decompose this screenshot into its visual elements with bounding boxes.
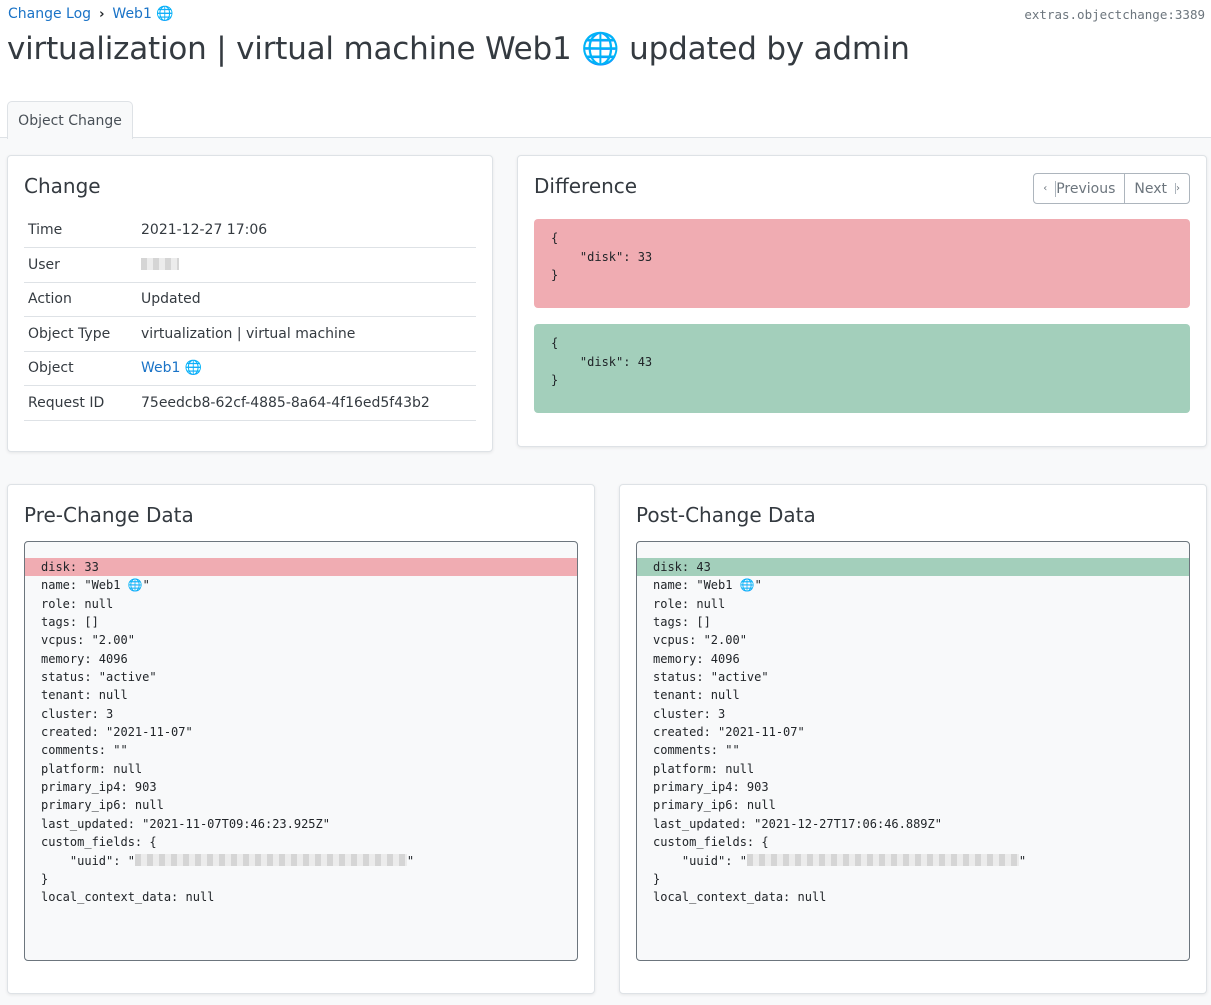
code-line: custom_fields: { [653, 835, 769, 850]
code-line: } [653, 871, 661, 886]
table-row: Action Updated [24, 282, 476, 317]
table-row: Object Web1 🌐 [24, 351, 476, 386]
difference-card-title: Difference [534, 174, 638, 198]
code-line: platform: null [653, 761, 755, 776]
code-line: primary_ip4: 903 [653, 780, 769, 795]
uuid-prefix: "uuid": " [41, 853, 135, 868]
next-label: Next [1134, 180, 1167, 197]
code-line: memory: 4096 [41, 651, 128, 666]
attr-value: 75eedcb8-62cf-4885-8a64-4f16ed5f43b2 [137, 385, 476, 421]
breadcrumb-object-link[interactable]: Web1 🌐 [112, 6, 174, 22]
previous-label: Previous [1055, 180, 1116, 197]
code-line: vcpus: "2.00" [41, 633, 135, 648]
post-change-title: Post-Change Data [636, 503, 816, 527]
code-line: comments: "" [41, 743, 128, 758]
code-line: created: "2021-11-07" [41, 725, 193, 740]
code-line: primary_ip4: 903 [41, 780, 157, 795]
code-line: } [41, 871, 49, 886]
code-line: vcpus: "2.00" [653, 633, 747, 648]
table-row: Time 2021-12-27 17:06 [24, 213, 476, 248]
code-line: last_updated: "2021-11-07T09:46:23.925Z" [41, 816, 330, 831]
code-line-changed: disk: 43 [637, 558, 1189, 577]
code-line: tenant: null [653, 688, 740, 703]
code-line: name: "Web1 🌐" [653, 578, 762, 593]
breadcrumb: Change Log › Web1 🌐 [8, 6, 174, 22]
table-row: Object Type virtualization | virtual mac… [24, 316, 476, 352]
attr-key: Request ID [24, 385, 137, 421]
redacted-user [141, 257, 179, 270]
attr-key: User [24, 247, 137, 283]
diff-removed: { "disk": 33 } [534, 219, 1190, 308]
code-line: status: "active" [41, 670, 157, 685]
code-line: platform: null [41, 761, 143, 776]
post-change-card: Post-Change Data disk: 43 name: "Web1 🌐"… [619, 484, 1207, 994]
code-line: local_context_data: null [653, 890, 827, 905]
code-line: status: "active" [653, 670, 769, 685]
chevron-left-icon: ‹ [1043, 183, 1048, 194]
previous-button[interactable]: ‹ Previous [1034, 174, 1124, 203]
object-value: Web1 🌐 [137, 351, 476, 386]
uuid-prefix: "uuid": " [653, 853, 747, 868]
change-card-title: Change [24, 174, 101, 198]
code-line: custom_fields: { [41, 835, 157, 850]
redacted-uuid [746, 853, 1019, 866]
object-link[interactable]: Web1 🌐 [141, 360, 203, 377]
difference-card: Difference ‹ Previous Next › { "disk": 3… [517, 155, 1207, 447]
code-line: name: "Web1 🌐" [41, 578, 150, 593]
chevron-right-icon: › [1175, 183, 1180, 194]
user-value [137, 247, 476, 283]
attr-key: Time [24, 213, 137, 248]
code-line-uuid: "uuid": "" [41, 853, 415, 868]
code-line: local_context_data: null [41, 890, 215, 905]
code-line: role: null [41, 596, 114, 611]
attr-key: Object [24, 351, 137, 386]
change-card: Change Time 2021-12-27 17:06 User Action… [7, 155, 493, 452]
attr-value: 2021-12-27 17:06 [137, 213, 476, 248]
attr-value: Updated [137, 282, 476, 317]
code-line: last_updated: "2021-12-27T17:06:46.889Z" [653, 816, 942, 831]
code-line: tags: [] [653, 615, 711, 630]
code-line-uuid: "uuid": "" [653, 853, 1027, 868]
object-identifier: extras.objectchange:3389 [1024, 7, 1205, 22]
pre-change-card: Pre-Change Data disk: 33 name: "Web1 🌐" … [7, 484, 595, 994]
tab-object-change[interactable]: Object Change [7, 101, 133, 139]
code-line: created: "2021-11-07" [653, 725, 805, 740]
code-line: role: null [653, 596, 726, 611]
attr-value: virtualization | virtual machine [137, 316, 476, 352]
code-line: primary_ip6: null [41, 798, 164, 813]
code-line: primary_ip6: null [653, 798, 776, 813]
breadcrumb-change-log-link[interactable]: Change Log [8, 6, 92, 22]
table-row: User [24, 247, 476, 283]
redacted-uuid [134, 853, 407, 866]
code-line: cluster: 3 [41, 706, 114, 721]
post-change-code: disk: 43 name: "Web1 🌐" role: null tags:… [636, 541, 1190, 961]
code-line: tenant: null [41, 688, 128, 703]
attr-key: Object Type [24, 316, 137, 352]
code-line: memory: 4096 [653, 651, 740, 666]
diff-added: { "disk": 43 } [534, 324, 1190, 413]
attr-key: Action [24, 282, 137, 317]
table-row: Request ID 75eedcb8-62cf-4885-8a64-4f16e… [24, 385, 476, 421]
page-title: virtualization | virtual machine Web1 🌐 … [7, 31, 910, 67]
code-line: cluster: 3 [653, 706, 726, 721]
pre-change-code: disk: 33 name: "Web1 🌐" role: null tags:… [24, 541, 578, 961]
pre-change-title: Pre-Change Data [24, 503, 194, 527]
page-header: Change Log › Web1 🌐 extras.objectchange:… [0, 0, 1211, 139]
pagination: ‹ Previous Next › [1033, 173, 1190, 204]
code-line-changed: disk: 33 [25, 558, 577, 577]
code-line: comments: "" [653, 743, 740, 758]
next-button[interactable]: Next › [1124, 174, 1189, 203]
change-attributes-table: Time 2021-12-27 17:06 User Action Update… [24, 213, 476, 421]
breadcrumb-separator-icon: › [99, 6, 105, 22]
code-line: tags: [] [41, 615, 99, 630]
